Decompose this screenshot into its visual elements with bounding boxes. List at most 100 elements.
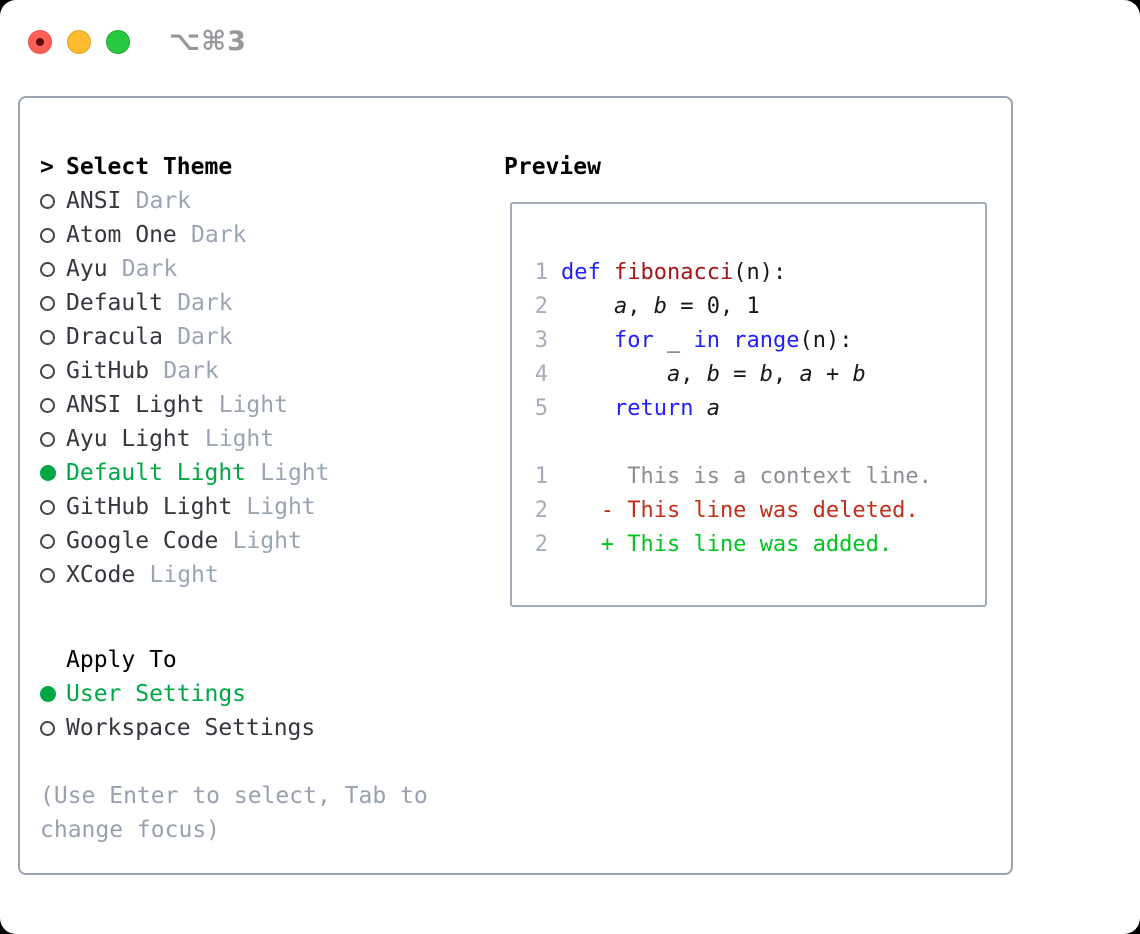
diff-text: - This line was deleted. — [561, 497, 919, 523]
theme-variant-tag: Light — [218, 392, 288, 418]
line-number: 2 — [534, 531, 548, 557]
radio-icon — [40, 227, 57, 243]
theme-label: ANSI — [66, 188, 122, 214]
theme-variant-tag: Light — [260, 460, 330, 486]
code-line: 3 for _ in range(n): — [534, 323, 985, 357]
theme-label: GitHub — [66, 358, 150, 384]
radio-icon — [40, 499, 57, 515]
line-number: 2 — [534, 497, 548, 523]
line-number: 2 — [534, 293, 548, 319]
theme-label: Ayu — [66, 256, 108, 282]
radio-icon — [40, 720, 57, 736]
radio-icon — [40, 193, 57, 209]
diff-line-add: 2 + This line was added. — [534, 527, 985, 561]
code-text: return a — [613, 395, 720, 421]
radio-icon — [40, 261, 57, 277]
theme-item-github-light[interactable]: GitHub Light Light — [40, 490, 470, 524]
code-line: 2 a, b = 0, 1 — [534, 289, 985, 323]
theme-variant-tag: Dark — [177, 324, 233, 350]
cursor-marker: > — [40, 154, 54, 180]
radio-icon — [40, 431, 57, 447]
line-number: 3 — [534, 327, 548, 353]
apply-option-label: User Settings — [66, 681, 247, 707]
preview-heading: Preview — [504, 154, 601, 180]
diff-text: This is a context line. — [561, 463, 932, 489]
theme-label: Google Code — [66, 528, 219, 554]
theme-item-ansi[interactable]: ANSI Dark — [40, 184, 470, 218]
minimize-button-icon[interactable] — [67, 29, 91, 54]
theme-item-github[interactable]: GitHub Dark — [40, 354, 470, 388]
close-button-icon[interactable] — [28, 29, 52, 54]
code-text: def fibonacci(n): — [561, 259, 787, 285]
theme-variant-tag: Light — [232, 528, 302, 554]
apply-option-user-settings[interactable]: User Settings — [40, 677, 470, 711]
code-text: for _ in range(n): — [613, 327, 853, 353]
keyboard-hint: (Use Enter to select, Tab to change focu… — [40, 783, 428, 843]
theme-label: Atom One — [66, 222, 177, 248]
apply-option-label: Workspace Settings — [66, 715, 316, 741]
theme-item-ansi-light[interactable]: ANSI Light Light — [40, 388, 470, 422]
window-title: ⌥⌘3 — [169, 26, 247, 57]
theme-variant-tag: Dark — [121, 256, 178, 282]
radio-icon — [40, 397, 57, 413]
diff-line-ctx: 1 This is a context line. — [534, 459, 985, 493]
theme-item-atom-one[interactable]: Atom One Dark — [40, 218, 470, 252]
theme-label: Default Light — [66, 460, 247, 486]
titlebar: ⌥⌘3 — [28, 26, 247, 57]
theme-item-default[interactable]: Default Dark — [40, 286, 470, 320]
apply-to-heading: Apply To — [66, 647, 177, 673]
theme-label: Default — [66, 290, 163, 316]
zoom-button-icon[interactable] — [106, 29, 130, 54]
code-line: 1 def fibonacci(n): — [534, 255, 985, 289]
theme-item-xcode[interactable]: XCode Light — [40, 558, 470, 592]
radio-icon — [40, 567, 57, 583]
diff-line-del: 2 - This line was deleted. — [534, 493, 985, 527]
code-line: 4 a, b = b, a + b — [534, 357, 985, 391]
code-text: a, b = b, a + b — [666, 361, 866, 387]
theme-variant-tag: Light — [204, 426, 275, 452]
theme-variant-tag: Light — [246, 494, 316, 520]
line-number: 4 — [534, 361, 548, 387]
theme-variant-tag: Dark — [191, 222, 247, 248]
theme-item-dracula[interactable]: Dracula Dark — [40, 320, 470, 354]
theme-variant-tag: Dark — [135, 188, 192, 214]
code-line: 5 return a — [534, 391, 985, 425]
radio-icon — [40, 363, 57, 379]
line-number: 1 — [534, 259, 548, 285]
radio-selected-icon — [40, 465, 57, 481]
code-text: a, b = 0, 1 — [613, 293, 760, 319]
diff-lines: 1 This is a context line.2 - This line w… — [534, 459, 985, 561]
radio-icon — [40, 533, 57, 549]
theme-variant-tag: Dark — [177, 290, 233, 316]
radio-selected-icon — [40, 686, 57, 702]
diff-text: + This line was added. — [561, 531, 893, 557]
theme-label: Ayu Light — [66, 426, 191, 452]
line-number: 5 — [534, 395, 548, 421]
theme-variant-tag: Light — [149, 562, 219, 588]
select-theme-heading: Select Theme — [66, 154, 233, 180]
theme-item-ayu-light[interactable]: Ayu Light Light — [40, 422, 470, 456]
theme-item-ayu[interactable]: Ayu Dark — [40, 252, 470, 286]
theme-label: GitHub Light — [66, 494, 233, 520]
apply-to-heading-row: Apply To — [40, 643, 470, 677]
theme-label: XCode — [66, 562, 136, 588]
theme-label: ANSI Light — [66, 392, 205, 418]
theme-item-google-code[interactable]: Google Code Light — [40, 524, 470, 558]
radio-icon — [40, 329, 57, 345]
theme-label: Dracula — [66, 324, 163, 350]
theme-variant-tag: Dark — [163, 358, 219, 384]
line-number: 1 — [534, 463, 548, 489]
apply-option-workspace-settings[interactable]: Workspace Settings — [40, 711, 470, 745]
select-theme-heading-row: > Select Theme — [40, 150, 470, 184]
theme-item-default-light[interactable]: Default Light Light — [40, 456, 470, 490]
